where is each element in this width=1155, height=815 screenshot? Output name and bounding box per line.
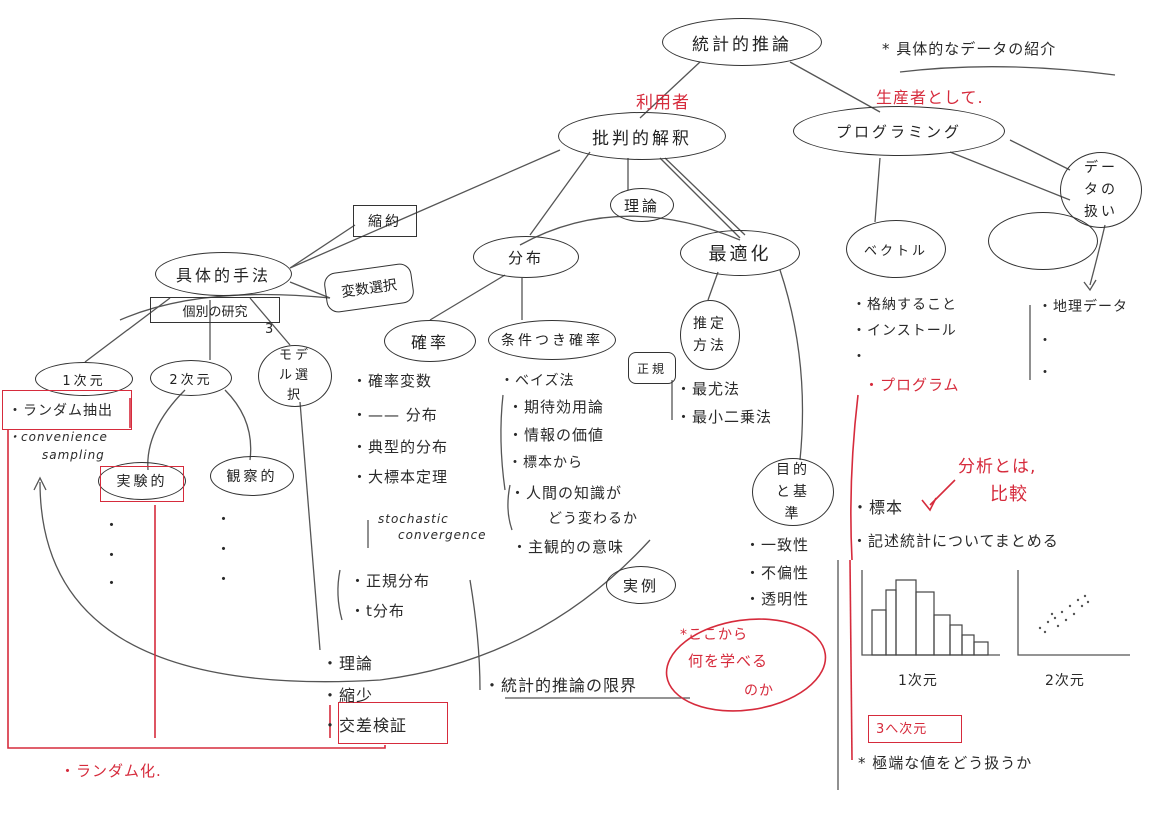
node-conditional-probability: 条件つき確率 [488, 320, 616, 360]
est-item-1: ・最尤法 [676, 380, 741, 398]
purpose-item-2: ・不偏性 [745, 564, 810, 582]
model-selection-label: モデル選択 [278, 348, 311, 403]
convenience-label: ・convenience [8, 430, 108, 444]
geo-item-2: ・ [1038, 333, 1053, 349]
program-red-label: ・プログラム [864, 376, 960, 394]
node-real-example: 実例 [606, 566, 676, 604]
prob-item-3: ・典型的分布 [352, 438, 449, 456]
purpose-item-3: ・透明性 [745, 590, 810, 608]
descriptive-label: ・記述統計についてまとめる [852, 532, 1059, 550]
node-observational: 観察的 [210, 456, 294, 496]
node-model-selection: モデル選択 [258, 345, 332, 407]
node-statistical-inference: 統計的推論 [662, 18, 822, 66]
shrink-box: 縮約 [353, 205, 417, 237]
what-learn-1: *ここから [680, 627, 748, 643]
analysis-note-2: 比較 [990, 484, 1028, 505]
prob-item-4: ・大標本定理 [352, 468, 449, 486]
convergence-label: convergence [398, 528, 487, 542]
prog-item-3: ・ [852, 349, 867, 365]
case-study-box: 個別の研究 [150, 297, 280, 323]
purpose-item-1: ・一致性 [745, 536, 810, 554]
what-learn-3: のか [744, 683, 774, 699]
dot-5: ・ [216, 540, 233, 558]
cond-item-7: ・主観的の意味 [512, 538, 625, 556]
cond-item-3: ・情報の価値 [508, 426, 605, 444]
prog-item-2: ・インストール [852, 323, 957, 339]
node-1d: 1次元 [35, 362, 133, 396]
extreme-values-label: * 極端な値をどう扱うか [858, 754, 1033, 772]
dot-3: ・ [104, 574, 121, 592]
randomize-label: ・ランダム化. [60, 762, 162, 780]
chart-2d-label: 2次元 [1045, 673, 1085, 689]
three-label: 3 [265, 322, 275, 337]
cond-item-5: ・人間の知識が [510, 484, 623, 502]
experimental-box [100, 466, 184, 502]
bottom-item-2: ・縮少 [322, 686, 374, 705]
cond-item-6: どう変わるか [548, 511, 638, 527]
geo-item-3: ・ [1038, 365, 1053, 381]
sample-label: ・標本 [852, 498, 904, 517]
cross-validation-box [338, 702, 448, 744]
node-programming: プログラミング [793, 106, 1005, 156]
random-extract-box [2, 390, 132, 430]
node-distribution: 分布 [473, 236, 579, 278]
cond-item-2: ・期待効用論 [508, 398, 605, 416]
node-empty [988, 212, 1098, 270]
node-vector: ベクトル [846, 220, 946, 278]
random-extract-label: ・ランダム抽出 [8, 403, 113, 419]
chart-1d-label: 1次元 [898, 673, 938, 689]
est-item-2: ・最小二乗法 [676, 408, 773, 426]
node-concrete-methods: 具体的手法 [155, 252, 292, 296]
cond-item-4: ・標本から [508, 455, 583, 471]
analysis-note-1: 分析とは, [958, 457, 1037, 477]
node-theory: 理論 [610, 188, 674, 222]
limits-label: ・統計的推論の限界 [484, 676, 638, 695]
sampling-label: sampling [42, 448, 105, 462]
node-probability: 確率 [384, 320, 476, 362]
dist-item-1: ・正規分布 [350, 572, 431, 590]
prob-item-1: ・確率変数 [352, 372, 433, 390]
three-d-label: 3へ次元 [876, 722, 928, 737]
node-critical-interpretation: 批判的解釈 [558, 112, 726, 160]
three-d-box [868, 715, 962, 743]
node-estimation-method: 推定方法 [680, 300, 740, 370]
node-experimental: 実験的 [98, 462, 186, 500]
as-producer-label: 生産者として. [876, 88, 984, 107]
dist-item-2: ・t分布 [350, 602, 405, 620]
cond-item-1: ・ベイズ法 [500, 373, 575, 389]
geo-item-1: ・地理データ [1038, 299, 1128, 315]
node-2d: 2次元 [150, 360, 232, 396]
prob-item-2: ・—— 分布 [352, 406, 438, 424]
intro-data-label: * 具体的なデータの紹介 [882, 40, 1057, 58]
stochastic-label: stochastic [378, 512, 449, 526]
purpose-label: 目的と基準 [776, 462, 810, 522]
prog-item-1: ・格納すること [852, 297, 957, 313]
what-learn-2: 何を学べる [688, 652, 769, 670]
node-purpose-criteria: 目的と基準 [752, 458, 834, 526]
dot-2: ・ [104, 546, 121, 564]
node-data-handling: データの扱い [1060, 152, 1142, 228]
data-handling-label: データの扱い [1084, 160, 1118, 220]
dot-1: ・ [104, 516, 121, 534]
node-optimization: 最適化 [680, 230, 800, 276]
bottom-item-1: ・理論 [322, 654, 374, 673]
dot-4: ・ [216, 510, 233, 528]
node-normal: 正規 [628, 352, 676, 384]
estimation-label: 推定方法 [693, 316, 727, 354]
dot-6: ・ [216, 570, 233, 588]
bottom-item-3: ・交差検証 [322, 716, 408, 735]
user-label: 利用者 [636, 93, 690, 113]
